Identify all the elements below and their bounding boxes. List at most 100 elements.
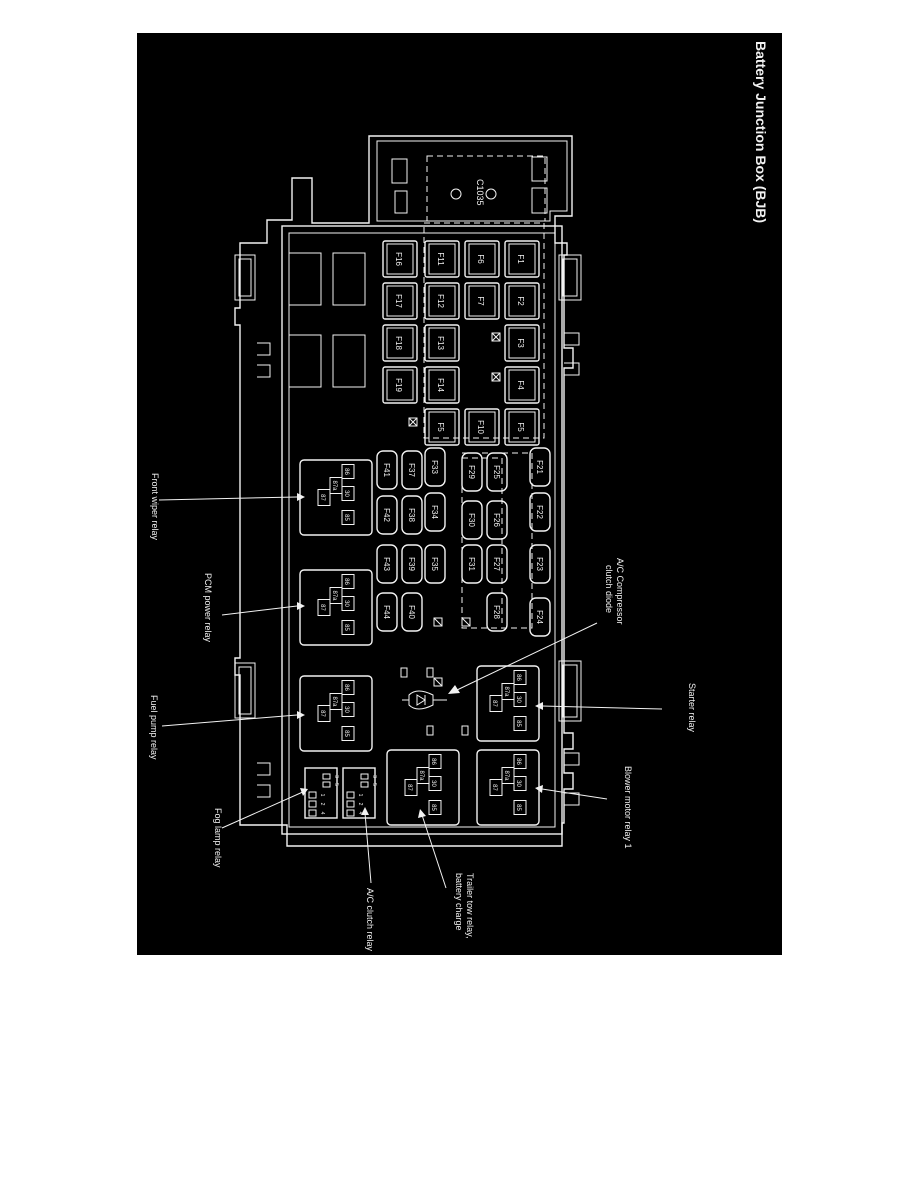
micro-relay-pin: 1 (346, 791, 363, 799)
mini-fuse-label: F31 (467, 557, 476, 571)
relay-pin-label: 87 (319, 494, 325, 501)
callout-trailer-1: Trailer tow relay, (465, 873, 475, 939)
relay-pin: 87a (501, 767, 515, 784)
relay-pin: 86 (513, 754, 527, 769)
relay-pin-label: 85 (515, 804, 521, 811)
relay-pin-label: 30 (515, 696, 521, 703)
callout-fog-lamp: Fog lamp relay (213, 808, 223, 868)
maxi-fuse: F10 (464, 408, 500, 446)
relay-pin-label: 87 (491, 700, 497, 707)
maxi-fuse-label: F2 (516, 296, 525, 306)
relay-pin-label: 30 (430, 780, 436, 787)
relay-pin: 87 (317, 705, 331, 722)
relay-pin: 30 (428, 776, 442, 791)
mini-fuse-label: F37 (407, 463, 416, 477)
empty-fuse-slot (491, 372, 501, 382)
mini-fuse: F21 (529, 447, 551, 487)
micro-relay-pin-label: 3 (333, 775, 339, 778)
maxi-fuse: F7 (464, 282, 500, 320)
spare-relay-sockets (288, 252, 366, 388)
relay-pin-label: 87 (406, 784, 412, 791)
maxi-fuse: F13 (424, 324, 460, 362)
relay-pin: 87 (317, 599, 331, 616)
maxi-fuse-label: F7 (476, 296, 485, 306)
callout-pcm-power: PCM power relay (203, 573, 213, 643)
mini-fuse-label: F21 (535, 460, 544, 474)
mini-fuse: F25 (486, 452, 508, 492)
connector-label: C1035 (475, 179, 485, 206)
relay-pin: 87a (501, 683, 515, 700)
relay-pin: 86 (341, 680, 355, 695)
micro-relay-pin-label: 1 (319, 794, 325, 797)
mini-fuse-label: F29 (467, 465, 476, 479)
relay-pin-label: 86 (515, 758, 521, 765)
relay-pin-label: 86 (515, 674, 521, 681)
relay-pin: 86 (341, 574, 355, 589)
relay-pin: 85 (341, 510, 355, 525)
callout-starter: Starter relay (687, 683, 697, 733)
relay-pin: 87a (416, 767, 430, 784)
spare-socket (288, 334, 322, 388)
relay-block: 8687a8730858687a8730858687a8730858687a87… (299, 459, 540, 826)
empty-fuse-slot (461, 617, 471, 627)
micro-relay-pin-label: 3 (371, 775, 377, 778)
relay-pin-label: 87 (319, 604, 325, 611)
mini-fuse-label: F28 (492, 605, 501, 619)
relay-pin: 86 (513, 670, 527, 685)
iso-relay: 86 87a 87 30 85 (386, 749, 460, 826)
relay-pin-label: 87a (331, 480, 337, 491)
relay-pin: 30 (341, 596, 355, 611)
relay-pin: 85 (341, 620, 355, 635)
relay-pin-label: 87a (331, 590, 337, 601)
relay-pin: 87a (329, 693, 343, 710)
relay-pin-label: 85 (343, 624, 349, 631)
spare-socket (332, 252, 366, 306)
relay-pin: 87 (317, 489, 331, 506)
relay-pin-label: 87a (331, 696, 337, 707)
micro-relay-pin-label: 1 (357, 794, 363, 797)
relay-pin-label: 85 (430, 804, 436, 811)
top-mount-tabs (391, 156, 548, 214)
callout-blower: Blower motor relay 1 (623, 766, 633, 849)
mini-fuse: F34 (424, 492, 446, 532)
relay-pin: 87a (329, 587, 343, 604)
mini-fuse-label: F24 (535, 610, 544, 624)
relay-pin: 86 (341, 464, 355, 479)
mini-fuse-block: F21F22F23F24F25F26F27F28F29F30F31F33F34F… (376, 447, 551, 687)
micro-relay-pin-label: 2 (319, 803, 325, 806)
maxi-fuse-label: F6 (476, 254, 485, 264)
callout-ac-clutch: A/C clutch relay (365, 888, 375, 952)
relay-pin-label: 85 (343, 514, 349, 521)
maxi-fuse-label: F11 (436, 252, 445, 266)
micro-relay-pin: 5 (322, 781, 339, 788)
mini-fuse: F33 (424, 447, 446, 487)
mini-fuse-label: F27 (492, 557, 501, 571)
relay-pin-label: 87 (491, 784, 497, 791)
relay-pin: 85 (428, 800, 442, 815)
callout-diode-2: clutch diode (604, 565, 614, 613)
maxi-fuse-label: F18 (394, 336, 403, 350)
micro-relay-pin-label: 4 (357, 812, 363, 815)
maxi-fuse-label: F13 (436, 336, 445, 350)
mini-fuse: F35 (424, 544, 446, 584)
maxi-fuse: F5 (504, 408, 540, 446)
empty-fuse-slot (433, 617, 443, 627)
maxi-fuse-label: F12 (436, 294, 445, 308)
relay-pin-label: 30 (343, 706, 349, 713)
mini-fuse: F26 (486, 500, 508, 540)
empty-fuse-slot (491, 332, 501, 342)
mini-fuse: F24 (529, 597, 551, 637)
mini-fuse: F27 (486, 544, 508, 584)
mini-fuse-label: F43 (382, 557, 391, 571)
micro-relay-pin: 3 (322, 773, 339, 780)
relay-pin-label: 86 (430, 758, 436, 765)
mini-fuse: F42 (376, 495, 398, 535)
maxi-fuse: F17 (382, 282, 418, 320)
relay-pin-label: 87a (418, 770, 424, 781)
relay-pin: 30 (341, 702, 355, 717)
